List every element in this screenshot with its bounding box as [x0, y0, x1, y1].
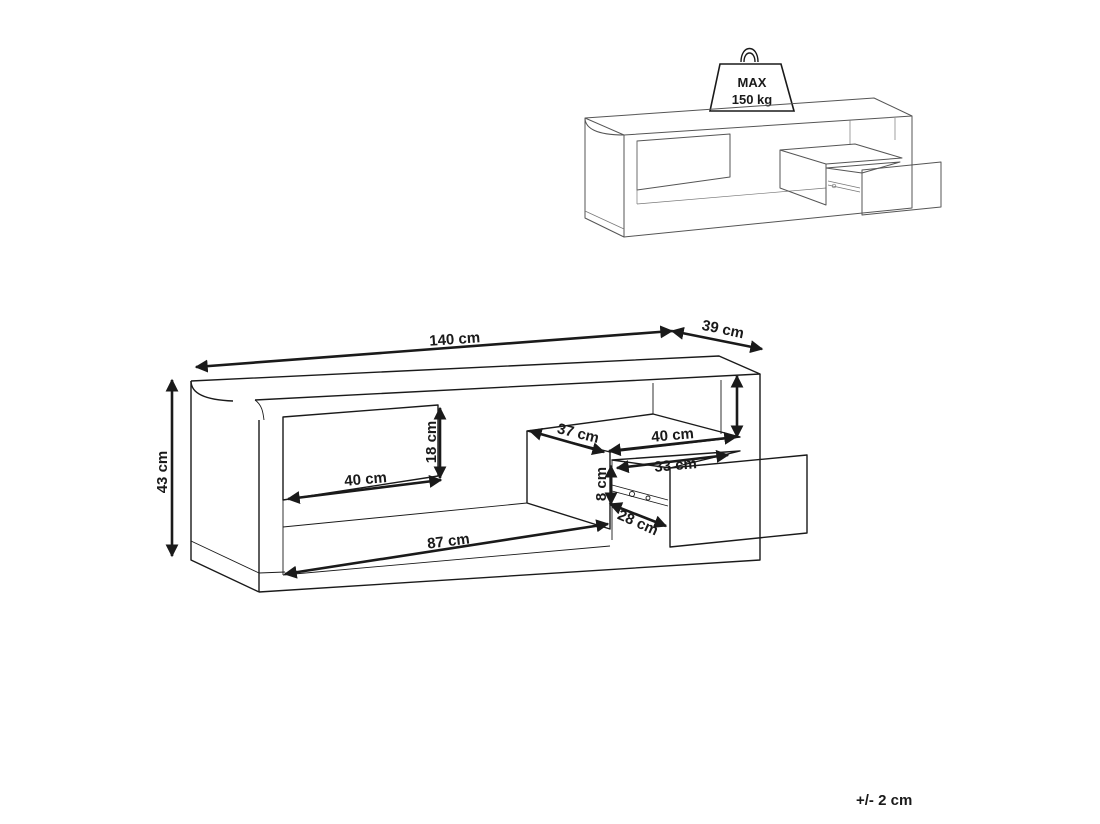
- arrow-width: [194, 325, 674, 373]
- tolerance-note: +/- 2 cm: [856, 792, 913, 809]
- label-drawer-width: 33 cm: [654, 455, 698, 476]
- arrow-left-width: [286, 474, 443, 505]
- label-cube-depth: 37 cm: [555, 420, 600, 447]
- arrow-cube-width: [607, 431, 738, 457]
- label-drawer-height: 8 cm: [593, 467, 610, 501]
- preview-illustration: MAX 150 kg: [584, 47, 942, 238]
- main-tv-stand: [190, 355, 808, 593]
- weight-badge-value: 150 kg: [732, 92, 773, 107]
- dimension-labels: 140 cm 39 cm 43 cm 18 cm 40 cm 87 cm 37 …: [154, 317, 746, 553]
- label-bottom-length: 87 cm: [426, 531, 470, 553]
- weight-badge-max: MAX: [738, 75, 767, 90]
- arrow-depth: [670, 326, 764, 354]
- label-width: 140 cm: [429, 329, 481, 350]
- label-left-height: 18 cm: [423, 421, 440, 464]
- arrow-drawer-width: [615, 449, 730, 474]
- label-height: 43 cm: [154, 451, 171, 494]
- preview-tv-stand: [584, 97, 942, 238]
- weight-icon: MAX 150 kg: [709, 47, 796, 112]
- arrow-bottom-length: [283, 519, 610, 579]
- label-left-width: 40 cm: [344, 469, 388, 490]
- dimension-arrows: [165, 325, 764, 579]
- label-cube-width: 40 cm: [651, 425, 695, 446]
- arrow-drawer-depth: [608, 502, 668, 528]
- label-drawer-depth: 28 cm: [615, 506, 661, 539]
- arrow-cube-depth: [528, 427, 606, 456]
